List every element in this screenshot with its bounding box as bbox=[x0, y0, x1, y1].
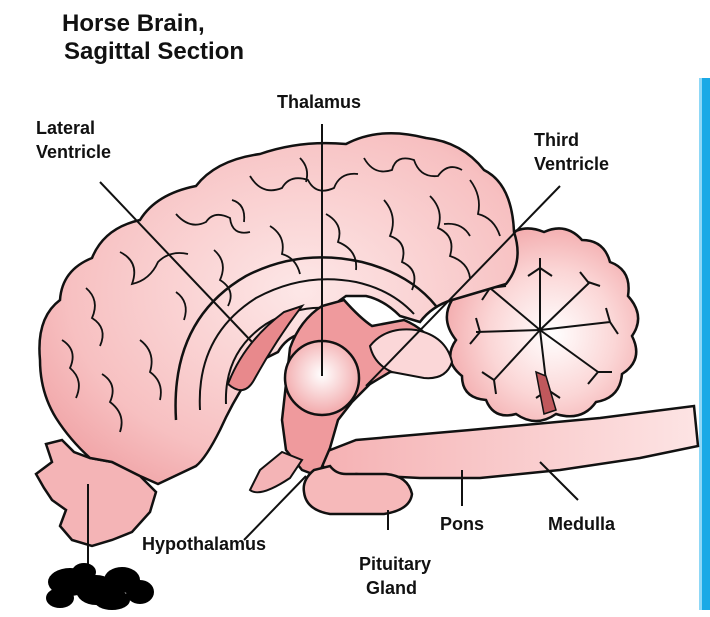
label-hypothalamus: Hypothalamus bbox=[142, 534, 266, 554]
corpus-callosum-outer bbox=[174, 256, 437, 421]
label-pons: Pons bbox=[440, 514, 484, 534]
pituitary-gland bbox=[302, 464, 414, 516]
cerebellum-folia bbox=[469, 258, 619, 399]
label-lateral-ventricle-2: Ventricle bbox=[36, 142, 111, 162]
label-pituitary-2: Gland bbox=[366, 578, 417, 598]
olfactory-bulb bbox=[34, 438, 158, 548]
label-third-ventricle-1: Third bbox=[534, 130, 579, 150]
lateral-ventricle-leader bbox=[99, 181, 253, 343]
right-edge-strip bbox=[699, 78, 710, 610]
label-thalamus: Thalamus bbox=[277, 92, 361, 112]
corpus-callosum-inner bbox=[198, 278, 415, 411]
label-pituitary-1: Pituitary bbox=[359, 554, 431, 574]
hypothalamus-region bbox=[248, 450, 304, 494]
right-edge-strip-highlight bbox=[699, 78, 702, 610]
cerebellum-notch bbox=[535, 370, 557, 415]
leader-lines bbox=[87, 124, 579, 566]
brainstem bbox=[318, 404, 700, 482]
cerebrum-gyri bbox=[61, 157, 501, 433]
lateral-ventricle bbox=[226, 304, 305, 391]
fornix-arc bbox=[224, 306, 327, 405]
title-line-1: Horse Brain, bbox=[62, 10, 205, 37]
scribble-redaction bbox=[46, 563, 154, 610]
label-third-ventricle-2: Ventricle bbox=[534, 154, 609, 174]
label-lateral-ventricle-1: Lateral bbox=[36, 118, 95, 138]
medulla-leader bbox=[539, 461, 579, 501]
third-ventricle-leader bbox=[365, 185, 561, 387]
label-medulla: Medulla bbox=[548, 514, 616, 534]
title-line-2: Sagittal Section bbox=[64, 38, 245, 65]
hypothalamus-leader bbox=[243, 475, 307, 541]
diagram-title: Horse Brain, Sagittal Section bbox=[62, 10, 244, 66]
